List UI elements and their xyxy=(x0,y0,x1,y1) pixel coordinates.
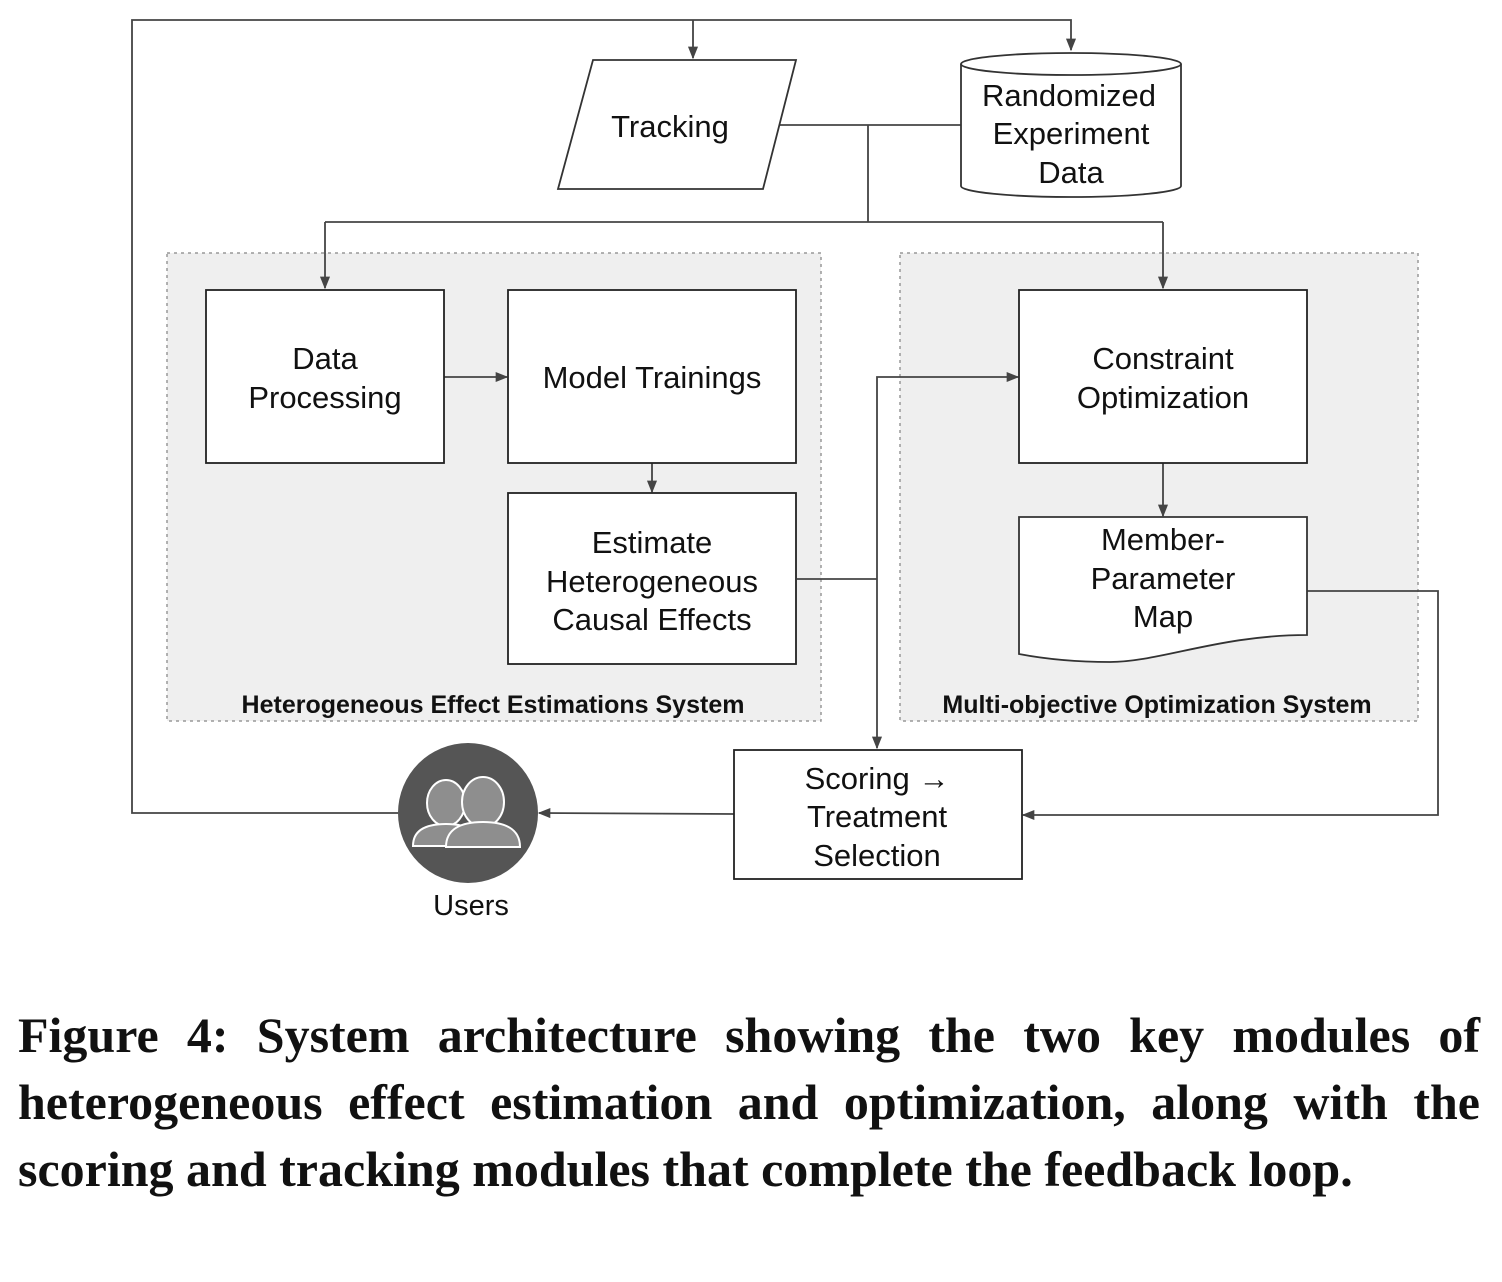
estimate-label-3: Causal Effects xyxy=(552,602,751,637)
map-label-2: Parameter xyxy=(1091,561,1236,596)
randomized-label-3: Data xyxy=(1038,155,1104,190)
randomized-label-2: Experiment xyxy=(993,116,1150,151)
users-node: Users xyxy=(398,743,538,922)
map-label-1: Member- xyxy=(1101,522,1225,557)
scoring-label-3: Selection xyxy=(813,838,941,873)
moo-system-label: Multi-objective Optimization System xyxy=(942,691,1371,719)
model-trainings-label: Model Trainings xyxy=(543,360,762,395)
member-parameter-map-node: Member- Parameter Map xyxy=(1018,516,1308,663)
constraint-optimization-node: Constraint Optimization xyxy=(1018,289,1308,464)
scoring-node: Scoring → Treatment Selection xyxy=(733,749,1023,880)
randomized-label-1: Randomized xyxy=(982,78,1156,113)
hee-system-label: Heterogeneous Effect Estimations System xyxy=(242,691,745,719)
data-processing-label-2: Processing xyxy=(248,380,401,415)
estimate-label-2: Heterogeneous xyxy=(546,564,758,599)
users-label: Users xyxy=(433,890,509,922)
randomized-data-node: Randomized Experiment Data xyxy=(960,52,1182,198)
estimate-to-optimization-arrow xyxy=(876,371,1020,579)
scoring-to-users-arrow xyxy=(537,808,735,819)
map-to-scoring-arrow xyxy=(1021,590,1439,821)
users-icon xyxy=(411,776,522,848)
scoring-label-2: Treatment xyxy=(807,799,948,834)
constraint-label-2: Optimization xyxy=(1077,380,1249,415)
figure-caption: Figure 4: System architecture showing th… xyxy=(18,1007,1480,1197)
constraint-label-1: Constraint xyxy=(1092,341,1234,376)
model-trainings-node: Model Trainings xyxy=(507,289,797,464)
connectors xyxy=(131,19,1439,821)
architecture-diagram: Tracking Randomized Experiment Data Data… xyxy=(131,19,1439,922)
estimate-label-1: Estimate xyxy=(592,525,713,560)
scoring-label-1: Scoring → xyxy=(805,761,950,796)
data-processing-node: Data Processing xyxy=(205,289,445,464)
estimate-effects-node: Estimate Heterogeneous Causal Effects xyxy=(507,492,797,665)
data-processing-label-1: Data xyxy=(292,341,358,376)
tracking-label: Tracking xyxy=(611,109,729,144)
map-label-3: Map xyxy=(1133,599,1193,634)
tracking-node: Tracking xyxy=(556,59,798,190)
feedback-loop-line xyxy=(131,19,1077,814)
